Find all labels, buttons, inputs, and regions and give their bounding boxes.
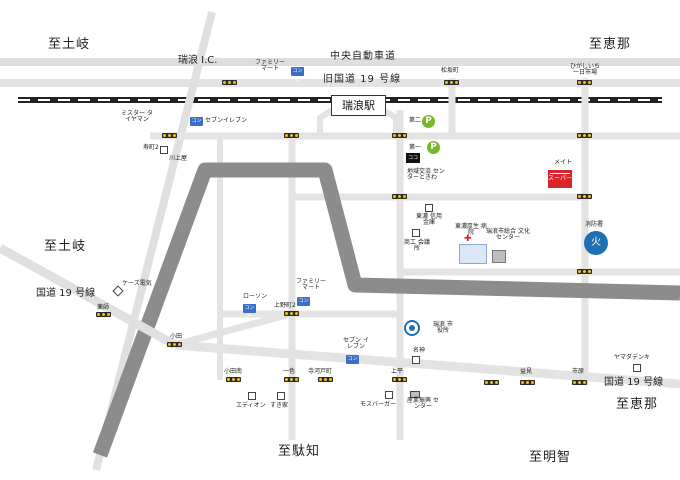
label-route19-left: 国道 19 号線 [36, 288, 96, 299]
signal-yakuhin [96, 312, 111, 317]
lm-lawson: ローソン [243, 293, 268, 300]
ix-isshiki: 一色 [283, 368, 296, 375]
road-oda [174, 310, 291, 349]
lm-mos: モスバーガー [360, 401, 397, 408]
signal-ic [222, 80, 237, 85]
route19-left [0, 244, 178, 349]
parking-icon: P [422, 115, 435, 128]
lm-yamada: ヤマダデンキ [614, 354, 651, 361]
lm-fire-station: 消防署 [585, 221, 604, 228]
lm-chamber: 商工 会議所 [404, 239, 430, 252]
kawakami-marker-icon [160, 146, 168, 154]
ix-tokiwacho2: 寿町2 [143, 144, 159, 151]
ix-oda: 小田 [170, 333, 183, 340]
lm-kawakami: 川上屋 [169, 155, 188, 162]
dir-akechi: 至明智 [529, 450, 572, 465]
convenience-icon: コンビ [297, 297, 310, 313]
convenience-icon: コンビ [190, 117, 203, 133]
parking-icon: P [427, 141, 440, 154]
label-ic: 瑞浪 I.C. [178, 55, 218, 66]
dir-ena-top: 至恵那 [589, 37, 632, 52]
lm-seven-top: セブンイレブン [205, 117, 248, 124]
sangyo-marker-icon [410, 391, 420, 398]
convenience-icon: コンビ [346, 355, 359, 371]
lm-culture-center: 瑞浪市総合 文化センター [486, 228, 530, 241]
lm-parking-2: 第二 [409, 117, 422, 124]
ix-ueno-cho2: 上野町2 [274, 302, 296, 309]
label-old-route19: 旧国道 19 号線 [323, 74, 402, 85]
ix-uehira: 上平 [391, 368, 404, 375]
label-expressway: 中央自動車道 [330, 51, 396, 62]
lm-meito: メイト [554, 159, 573, 166]
shinkin-marker-icon [425, 204, 433, 212]
ix-matsuzakacho: 松坂町 [441, 67, 460, 74]
lm-yakuhin: 薬師 [97, 304, 110, 311]
main-bypass-road [92, 162, 680, 458]
city-hall-icon [404, 320, 420, 336]
signal-uehira [392, 377, 407, 382]
lm-sangyo: 産業振興 センター [407, 397, 439, 410]
signal-oda [167, 342, 182, 347]
chamber-marker-icon [412, 229, 420, 237]
signal-135-400 [392, 133, 407, 138]
lm-hospital: 東濃厚生 病院 [455, 223, 487, 236]
ix-ichiba: 市原 [572, 368, 585, 375]
sukiya-marker-icon [277, 392, 285, 400]
yamada-marker-icon [633, 364, 641, 372]
signal-isshiki [284, 377, 299, 382]
label-route19-right: 国道 19 号線 [604, 377, 664, 388]
signal-matsuzakacho [444, 80, 459, 85]
lm-edion: エディオン [236, 402, 266, 409]
fire-station-icon: 火 [584, 231, 608, 255]
lm-meihan: 名神 [413, 347, 426, 354]
signal-route19-a [484, 380, 499, 385]
signal-hiigashi [577, 80, 592, 85]
signal-135-585 [577, 133, 592, 138]
signal-ueno [284, 311, 299, 316]
lm-community-center: 地域交流 センターときわ [407, 168, 445, 181]
edion-marker-icon [248, 392, 256, 400]
signal-ichiba [572, 380, 587, 385]
lm-shinkin: 東濃 信用金庫 [416, 213, 442, 226]
signal-197-400 [392, 194, 407, 199]
ix-masumi: 益見 [520, 368, 533, 375]
mos-marker-icon [385, 391, 393, 399]
lm-city-hall: 瑞浪 市役所 [433, 321, 453, 334]
meihan-marker-icon [412, 356, 420, 364]
lm-sukiya: すき家 [270, 402, 289, 409]
ix-hiigashi: ひがしいち 一日市場 [569, 63, 600, 76]
hospital-building-icon [459, 244, 487, 264]
lm-familymart-top: ファミリー マート [254, 59, 285, 72]
coco-icon: ココ [406, 153, 420, 163]
signal-terakawado [318, 377, 333, 382]
ix-terakawado: 寺河戸町 [308, 368, 333, 375]
dir-toki-left: 至土岐 [44, 239, 87, 254]
dir-dachi: 至駄知 [278, 444, 321, 459]
signal-masumi [520, 380, 535, 385]
signal-seven [162, 133, 177, 138]
dir-ena-right: 至恵那 [616, 397, 659, 412]
signal-272-585 [577, 269, 592, 274]
hospital-cross-icon: ✚ [464, 234, 472, 244]
convenience-icon: コンビ [291, 67, 304, 83]
signal-135-292 [284, 133, 299, 138]
culture-center-icon [492, 250, 506, 263]
lm-mister-tire: ミスター タイヤマン [121, 110, 153, 123]
route19-lower [174, 340, 680, 389]
lm-seven-mid: セブン イレブン [343, 337, 369, 350]
convenience-icon: コンビ [243, 304, 256, 320]
ix-oda-minami: 小田南 [224, 368, 243, 375]
signal-oda-minami [226, 377, 241, 382]
signal-197-585 [577, 194, 592, 199]
lm-k-denki: ケーズ電気 [122, 280, 152, 287]
supermarket-icon: スーパー [548, 170, 572, 188]
mizunami-station: 瑞浪駅 [331, 95, 386, 116]
dir-toki-top: 至土岐 [48, 37, 91, 52]
lm-familymart-mid: ファミリー マート [295, 278, 326, 291]
lm-parking-1: 第一 [409, 144, 422, 151]
